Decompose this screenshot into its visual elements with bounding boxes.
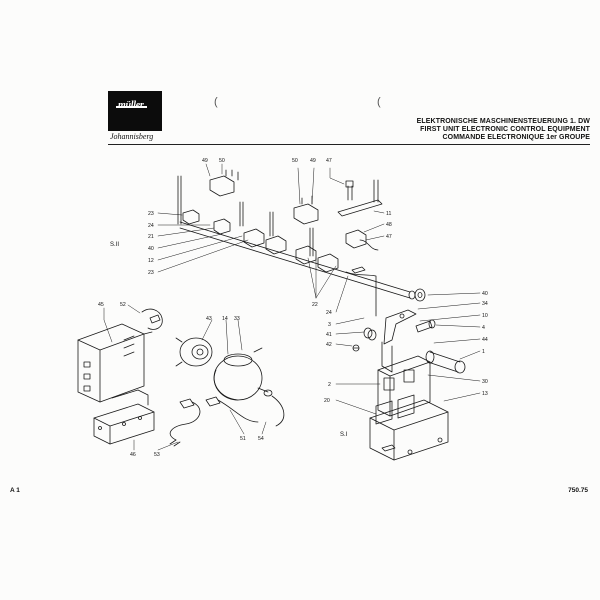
callout-47: 47 [386, 234, 392, 240]
callout-48: 48 [386, 222, 392, 228]
callout-14: 14 [222, 316, 228, 322]
callout-13: 13 [482, 391, 488, 397]
callout-4: 4 [482, 325, 485, 331]
callout-21: 21 [148, 234, 154, 240]
binder-mark-left: ( [214, 96, 218, 108]
callout-leaders [103, 163, 481, 451]
binder-mark-right: ( [377, 96, 381, 108]
header-rule [108, 144, 590, 145]
callout-24-lower: 24 [326, 310, 332, 316]
brand-logo-text: müller [115, 100, 148, 111]
callout-33: 33 [234, 316, 240, 322]
header-title-de: ELEKTRONISCHE MASCHINENSTEUERUNG 1. DW [416, 118, 590, 125]
page-number: A 1 [10, 487, 20, 494]
callout-2: 2 [328, 382, 331, 388]
header-title-fr: COMMANDE ELECTRONIQUE 1er GROUPE [442, 134, 590, 141]
callout-34: 34 [482, 301, 488, 307]
callout-49-top: 49 [202, 158, 208, 164]
callout-43: 43 [206, 316, 212, 322]
callout-22: 22 [312, 302, 318, 308]
callout-40-left: 40 [148, 246, 154, 252]
callout-numbers: 49 50 50 49 47 23 24 21 40 12 23 11 48 4… [98, 158, 488, 458]
document-code: 750.75 [568, 487, 588, 494]
switch-bracket-assembly [352, 309, 466, 461]
callout-54: 54 [258, 436, 264, 442]
brand-name: Johannisberg [110, 132, 154, 141]
callout-40: 40 [482, 291, 488, 297]
callout-41: 41 [326, 332, 332, 338]
callout-20: 20 [324, 398, 330, 404]
callout-10: 10 [482, 313, 488, 319]
callout-44: 44 [482, 337, 488, 343]
callout-1: 1 [482, 349, 485, 355]
callout-47-top: 47 [326, 158, 332, 164]
callout-11: 11 [386, 211, 391, 217]
brand-logo [108, 91, 162, 131]
callout-12: 12 [148, 258, 154, 264]
callout-23-lower: 23 [148, 270, 154, 276]
callout-3: 3 [328, 322, 331, 328]
header-title-en: FIRST UNIT ELECTRONIC CONTROL EQUIPMENT [420, 126, 590, 133]
section-label-s2: S.II [110, 242, 119, 248]
callout-46: 46 [130, 452, 136, 458]
callout-45: 45 [98, 302, 104, 308]
callout-24: 24 [148, 223, 154, 229]
connector-cables [169, 395, 285, 447]
callout-42: 42 [326, 342, 332, 348]
callout-52: 52 [120, 302, 126, 308]
callout-50-mid: 50 [292, 158, 298, 164]
callout-49-mid: 49 [310, 158, 316, 164]
terminal-block [93, 389, 155, 445]
callout-50-top: 50 [219, 158, 225, 164]
section-label-s1: S.I [340, 432, 348, 438]
callout-30: 30 [482, 379, 488, 385]
callout-51: 51 [240, 436, 246, 442]
control-box [77, 308, 163, 403]
callout-53: 53 [154, 452, 160, 458]
solenoid-unit [175, 337, 273, 401]
callout-23: 23 [148, 211, 154, 217]
control-shaft-assembly [177, 169, 426, 317]
